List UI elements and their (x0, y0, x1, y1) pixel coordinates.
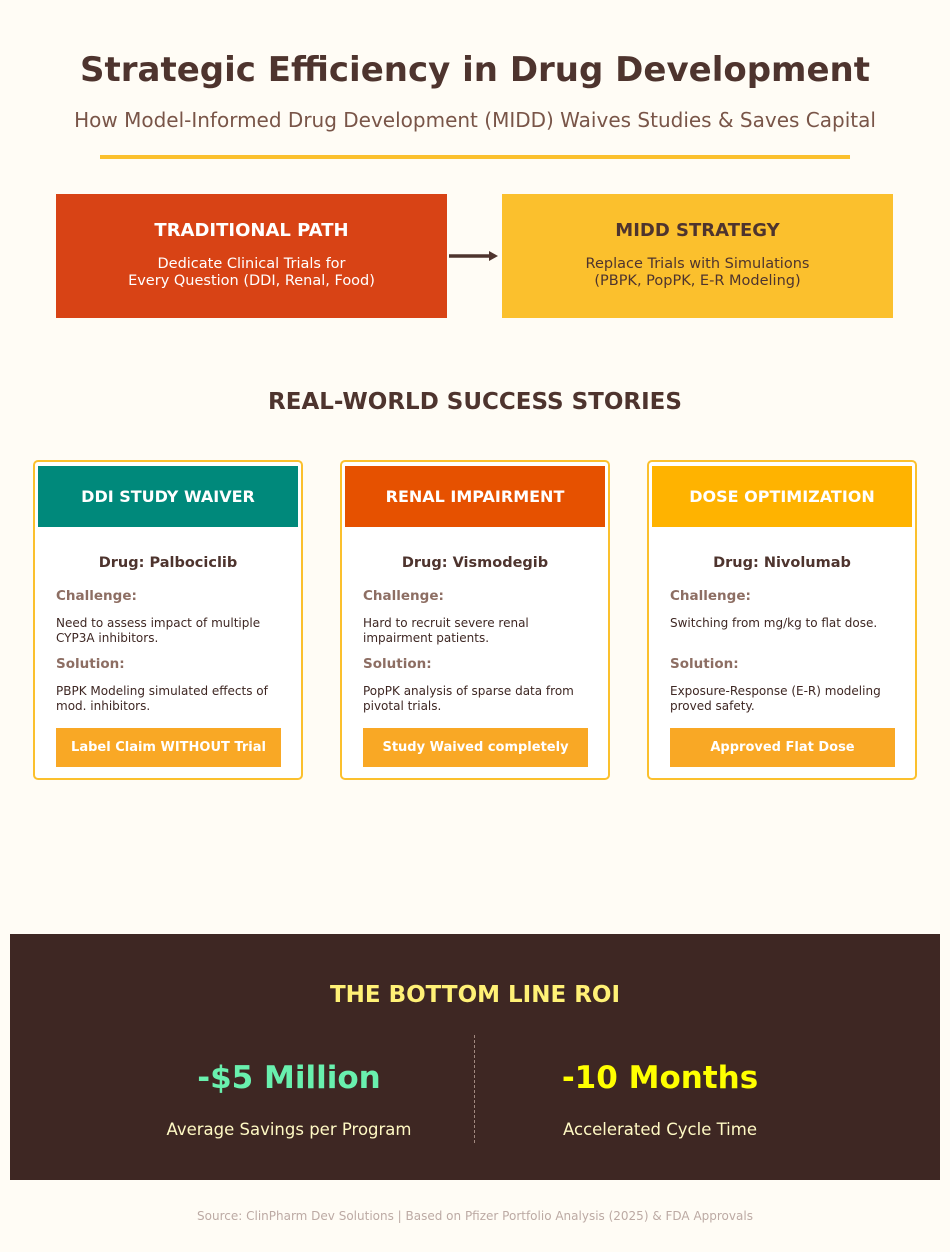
traditional-desc-1: Dedicate Clinical Trials for (157, 256, 346, 272)
savings-label: Average Savings per Program (166, 1120, 412, 1139)
midd-desc-1: Replace Trials with Simulations (585, 256, 810, 272)
challenge-text: Switching from mg/kg to flat dose. (670, 616, 878, 630)
roi-divider (474, 1035, 475, 1143)
challenge-label: Challenge: (670, 588, 751, 604)
card-header: DOSE OPTIMIZATION (652, 466, 912, 527)
roi-panel (10, 934, 940, 1180)
roi-title: THE BOTTOM LINE ROI (329, 982, 621, 1008)
solution-text: PBPK Modeling simulated effects of mod. … (56, 684, 268, 713)
result-badge: Approved Flat Dose (670, 728, 895, 767)
challenge-text: Need to assess impact of multiple CYP3A … (56, 616, 261, 645)
traditional-path-box: TRADITIONAL PATH Dedicate Clinical Trial… (56, 194, 447, 318)
solution-label: Solution: (670, 656, 739, 672)
drug-name: Drug: Nivolumab (713, 555, 851, 571)
section-title: REAL-WORLD SUCCESS STORIES (268, 389, 682, 415)
case-card: DOSE OPTIMIZATION Drug: Nivolumab Challe… (647, 460, 917, 780)
savings-value: -$5 Million (197, 1060, 381, 1096)
result-badge: Label Claim WITHOUT Trial (56, 728, 281, 767)
solution-label: Solution: (56, 656, 125, 672)
card-header: RENAL IMPAIRMENT (345, 466, 605, 527)
challenge-label: Challenge: (56, 588, 137, 604)
challenge-label: Challenge: (363, 588, 444, 604)
card-header: DDI STUDY WAIVER (38, 466, 298, 527)
solution-text: Exposure-Response (E-R) modeling proved … (670, 684, 881, 713)
traditional-title: TRADITIONAL PATH (154, 220, 349, 241)
case-card: DDI STUDY WAIVER Drug: Palbociclib Chall… (33, 460, 303, 780)
drug-name: Drug: Vismodegib (401, 555, 549, 571)
solution-text: PopPK analysis of sparse data from pivot… (363, 684, 574, 713)
drug-name: Drug: Palbociclib (98, 555, 238, 571)
source-footer: Source: ClinPharm Dev Solutions | Based … (197, 1209, 753, 1223)
result-badge: Study Waived completely (363, 728, 588, 767)
challenge-text: Hard to recruit severe renal impairment … (363, 616, 529, 645)
midd-title: MIDD STRATEGY (615, 220, 780, 241)
time-value: -10 Months (561, 1060, 759, 1096)
arrow-right-icon (449, 251, 498, 261)
title-divider (100, 155, 850, 159)
time-label: Accelerated Cycle Time (563, 1120, 757, 1139)
page-title: Strategic Efficiency in Drug Development (80, 50, 870, 90)
midd-desc-2: (PBPK, PopPK, E-R Modeling) (594, 273, 801, 289)
midd-strategy-box: MIDD STRATEGY Replace Trials with Simula… (502, 194, 893, 318)
case-card: RENAL IMPAIRMENT Drug: Vismodegib Challe… (340, 460, 610, 780)
page-subtitle: How Model-Informed Drug Development (MID… (74, 108, 876, 132)
traditional-desc-2: Every Question (DDI, Renal, Food) (128, 273, 375, 289)
solution-label: Solution: (363, 656, 432, 672)
